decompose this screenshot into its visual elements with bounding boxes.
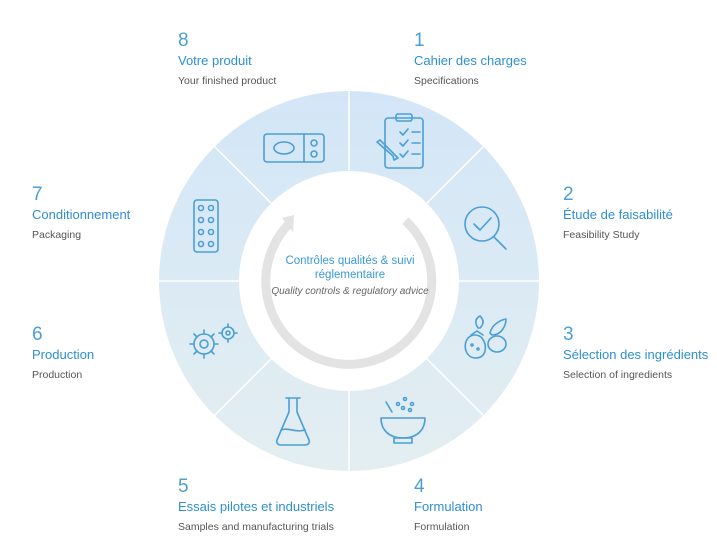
step-subtitle: Production	[32, 369, 83, 381]
step-number: 5	[178, 476, 189, 497]
step-title: Votre produit	[178, 53, 252, 68]
step-subtitle: Packaging	[32, 229, 82, 241]
segment-divider	[212, 144, 274, 206]
step-number: 6	[32, 324, 43, 345]
step-6: 6 Production Production	[32, 325, 222, 382]
step-number: 4	[414, 476, 425, 497]
step-3: 3 Sélection des ingrédients Selection of…	[563, 325, 717, 382]
step-subtitle: Samples and manufacturing trials	[178, 521, 334, 533]
clipboard-checklist-icon	[376, 113, 424, 169]
step-subtitle: Your finished product	[178, 75, 277, 87]
step-number: 7	[32, 184, 43, 205]
step-subtitle: Specifications	[414, 75, 479, 87]
center-label: Contrôles qualités & suivi réglementaire…	[270, 254, 430, 298]
blister-pack-icon	[193, 199, 219, 253]
step-title: Étude de faisabilité	[563, 207, 673, 222]
center-title-fr: Contrôles qualités & suivi réglementaire	[285, 255, 415, 281]
flask-icon	[275, 397, 311, 446]
step-title: Production	[32, 347, 95, 362]
step-title: Conditionnement	[32, 207, 131, 222]
step-title: Formulation	[414, 499, 483, 514]
step-2: 2 Étude de faisabilité Feasibility Study	[563, 185, 717, 242]
inner-circle	[239, 171, 459, 391]
gears-icon	[189, 323, 238, 359]
step-subtitle: Formulation	[414, 521, 470, 533]
step-7: 7 Conditionnement Packaging	[32, 185, 222, 242]
segment-divider	[424, 356, 486, 418]
segment-divider	[212, 356, 274, 418]
cycle-arc	[261, 217, 437, 369]
magnifier-check-icon	[464, 206, 507, 250]
step-number: 3	[563, 324, 574, 345]
segment-divider	[424, 144, 486, 206]
step-4: 4 Formulation Formulation	[414, 477, 604, 534]
step-1: 1 Cahier des charges Specifications	[414, 31, 604, 88]
step-5: 5 Essais pilotes et industriels Samples …	[178, 477, 368, 534]
step-subtitle: Feasibility Study	[563, 229, 640, 241]
center-title-en: Quality controls & regulatory advice	[271, 286, 429, 297]
mortar-pestle-icon	[380, 396, 426, 444]
step-title: Essais pilotes et industriels	[178, 499, 335, 514]
step-number: 1	[414, 30, 425, 51]
fruits-leaves-icon	[464, 315, 507, 359]
cycle-arrowhead	[282, 215, 294, 232]
step-title: Cahier des charges	[414, 53, 527, 68]
step-number: 2	[563, 184, 574, 205]
step-subtitle: Selection of ingredients	[563, 369, 673, 381]
step-title: Sélection des ingrédients	[563, 347, 709, 362]
product-box-icon	[263, 133, 325, 163]
step-number: 8	[178, 30, 189, 51]
step-8: 8 Votre produit Your finished product	[178, 31, 368, 88]
